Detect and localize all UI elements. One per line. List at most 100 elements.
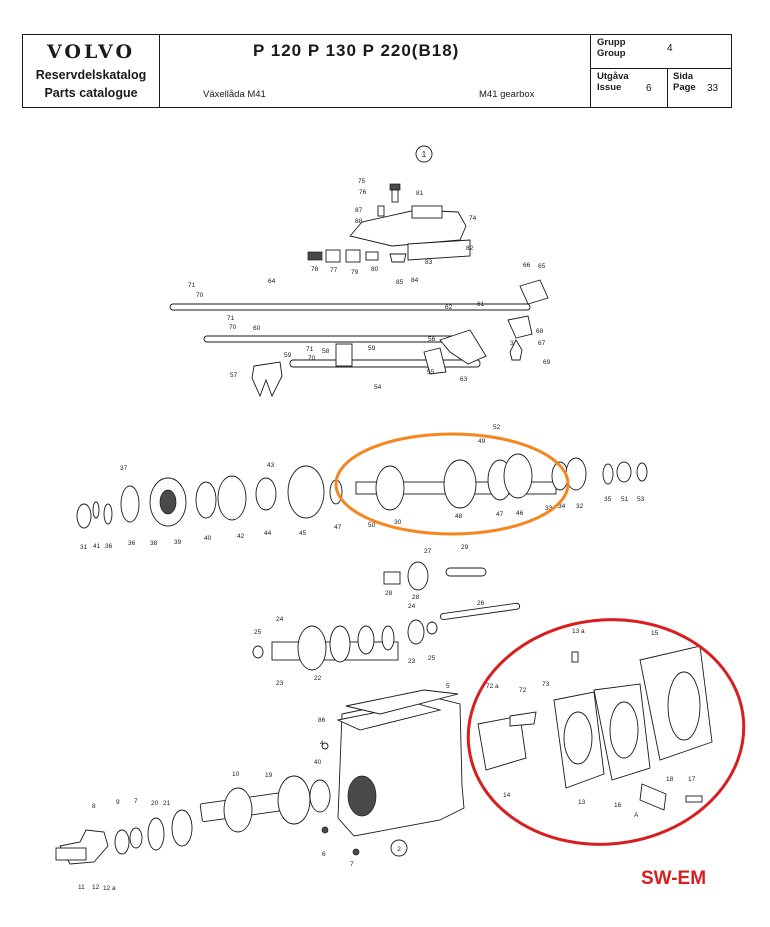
brand-logo: VOLVO: [46, 41, 136, 63]
label-42: 42: [237, 533, 245, 540]
watermark: SW-EM: [641, 868, 707, 889]
label-80: 80: [371, 266, 379, 273]
label-58: 58: [322, 348, 330, 355]
label-55: 55: [427, 369, 435, 376]
label-47a: 47: [334, 524, 342, 531]
label-51: 51: [621, 496, 629, 503]
label-24b: 24: [408, 603, 416, 610]
label-21: 21: [163, 800, 171, 807]
label-65: 65: [538, 263, 546, 270]
label-28b: 28: [412, 594, 420, 601]
label-44: 44: [264, 530, 272, 537]
label-3: 3: [510, 340, 514, 347]
label-56: 56: [428, 336, 436, 343]
label-34: 34: [558, 503, 566, 510]
label-12a: 12 a: [103, 885, 116, 892]
label-63: 63: [460, 376, 468, 383]
shift-cover-assembly: [307, 183, 471, 263]
label-70c: 70: [308, 355, 316, 362]
label-24a: 24: [276, 616, 284, 623]
label-76: 76: [359, 189, 367, 196]
figure-2: 2: [397, 846, 401, 853]
label-79: 79: [351, 269, 359, 276]
label-52: 52: [493, 424, 501, 431]
label-26: 26: [477, 600, 485, 607]
label-50: 50: [368, 522, 376, 529]
label-13: 13: [578, 799, 586, 806]
label-77: 77: [330, 267, 338, 274]
label-40: 40: [204, 535, 212, 542]
label-38: 38: [150, 540, 158, 547]
label-75: 75: [358, 178, 366, 185]
gearbox-housing: [321, 689, 465, 857]
label-25b: 25: [428, 655, 436, 662]
label-87: 87: [355, 207, 363, 214]
label-31: 31: [80, 544, 88, 551]
label-28: 28: [385, 590, 393, 597]
label-13a: 13 a: [572, 628, 585, 635]
label-72a: 72 a: [486, 683, 499, 690]
label-17: 17: [688, 776, 696, 783]
label-9: 9: [116, 799, 120, 806]
label-15: 15: [651, 630, 659, 637]
label-36b: 36: [128, 540, 136, 547]
label-18: 18: [666, 776, 674, 783]
label-35: 35: [604, 496, 612, 503]
subtitle-sv: Växellåda M41: [203, 89, 266, 100]
main-shaft-assembly: [76, 453, 648, 529]
label-48: 48: [455, 513, 463, 520]
label-86: 86: [318, 717, 326, 724]
label-66: 66: [523, 262, 531, 269]
label-23a: 23: [276, 680, 284, 687]
label-7b: 7: [350, 861, 354, 868]
countershaft-assembly: [252, 602, 521, 671]
label-83: 83: [425, 259, 433, 266]
catalog-title-en: Parts catalogue: [44, 86, 138, 100]
label-71b: 71: [227, 315, 235, 322]
label-72: 72: [519, 687, 527, 694]
label-8: 8: [92, 803, 96, 810]
issue-value: 6: [646, 83, 652, 94]
label-54: 54: [374, 384, 382, 391]
label-11: 11: [78, 884, 85, 891]
label-57: 57: [230, 372, 238, 379]
label-45: 45: [299, 530, 307, 537]
label-22: 22: [314, 675, 322, 682]
label-82: 82: [466, 245, 474, 252]
label-59a: 59: [284, 352, 292, 359]
label-71a: 71: [188, 282, 196, 289]
label-69: 69: [543, 359, 551, 366]
label-47b: 47: [496, 511, 504, 518]
figure-number-circle: [415, 145, 433, 163]
label-16: 16: [614, 802, 622, 809]
model-list: P 120 P 130 P 220(B18): [253, 41, 460, 60]
figure-number: 1: [422, 150, 427, 159]
part-number-labels: 75 76 81 87 88 74 82 78 77 79 80 83 85 8…: [78, 178, 696, 892]
label-25a: 25: [254, 629, 262, 636]
label-59b: 59: [368, 345, 376, 352]
rear-extension-assembly: [477, 645, 713, 811]
label-39: 39: [174, 539, 182, 546]
label-36: 36: [105, 543, 113, 550]
label-41: 41: [93, 543, 101, 550]
label-46: 46: [516, 510, 524, 517]
label-19: 19: [265, 772, 273, 779]
page-value: 33: [707, 83, 719, 94]
label-49: 49: [478, 438, 486, 445]
label-74: 74: [469, 215, 477, 222]
label-6: 6: [322, 851, 326, 858]
red-highlight-ellipse: [466, 618, 746, 846]
label-71c: 71: [306, 346, 314, 353]
label-32: 32: [576, 503, 584, 510]
label-70b: 70: [229, 324, 237, 331]
label-37: 37: [120, 465, 128, 472]
catalog-title-sv: Reservdelskatalog: [35, 68, 147, 82]
label-40b: 40: [314, 759, 322, 766]
label-20: 20: [151, 800, 159, 807]
label-10: 10: [232, 771, 240, 778]
